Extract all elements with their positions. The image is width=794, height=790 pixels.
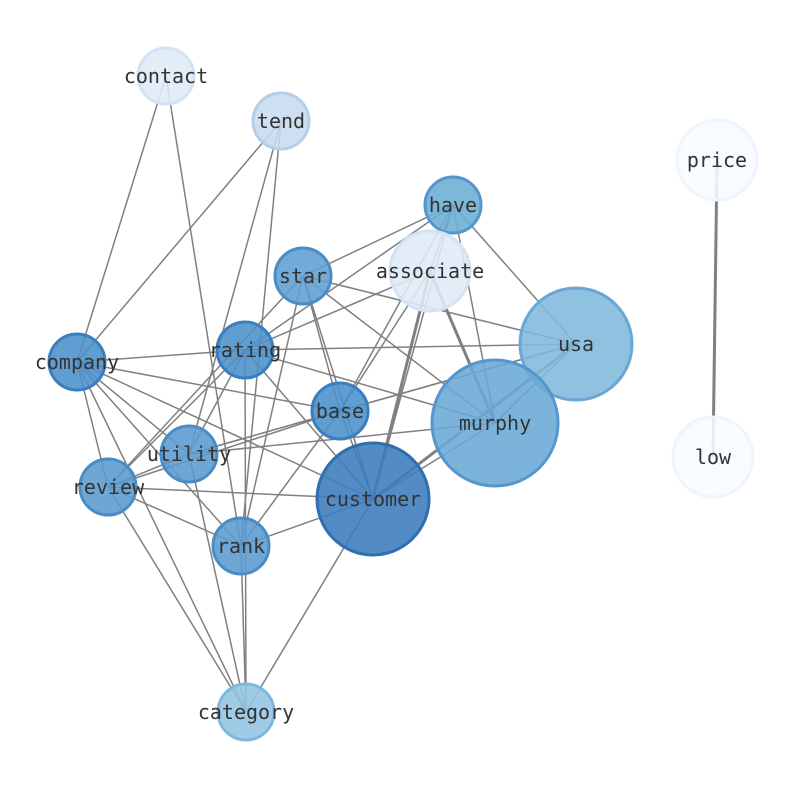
node-circle-murphy bbox=[430, 358, 560, 488]
node-category: category bbox=[198, 682, 294, 742]
edge-tend-utility bbox=[188, 120, 282, 455]
node-usa: usa bbox=[518, 286, 634, 402]
edge-price-low bbox=[711, 158, 719, 459]
nodes-layer: contact tend price have star associate usa comp… bbox=[35, 46, 759, 742]
node-low: low bbox=[671, 415, 755, 499]
edge-contact-company bbox=[76, 75, 167, 363]
node-circle-low bbox=[671, 415, 755, 499]
node-circle-associate bbox=[388, 229, 472, 313]
edge-star-rank bbox=[240, 275, 304, 547]
edge-star-review bbox=[107, 275, 304, 488]
node-label-star: star bbox=[279, 264, 327, 288]
node-label-base: base bbox=[316, 399, 364, 423]
node-circle-customer bbox=[315, 441, 431, 557]
edge-company-rank bbox=[76, 361, 242, 547]
node-circle-price bbox=[675, 118, 759, 202]
node-customer: customer bbox=[315, 441, 431, 557]
node-label-rank: rank bbox=[217, 534, 265, 558]
edge-base-review bbox=[107, 410, 341, 488]
edge-company-category bbox=[76, 361, 247, 713]
node-label-rating: rating bbox=[209, 338, 281, 362]
node-have: have bbox=[423, 175, 483, 235]
edge-review-category bbox=[107, 486, 247, 713]
node-circle-rating bbox=[215, 320, 275, 380]
node-base: base bbox=[310, 381, 370, 441]
node-associate: associate bbox=[376, 229, 484, 313]
node-label-category: category bbox=[198, 700, 294, 724]
node-circle-star bbox=[273, 246, 333, 306]
node-label-tend: tend bbox=[257, 109, 305, 133]
node-label-associate: associate bbox=[376, 259, 484, 283]
edge-contact-rank bbox=[165, 75, 242, 547]
node-tend: tend bbox=[251, 91, 311, 151]
node-circle-usa bbox=[518, 286, 634, 402]
edge-utility-category bbox=[188, 453, 247, 713]
node-label-company: company bbox=[35, 350, 119, 374]
node-circle-tend bbox=[251, 91, 311, 151]
node-label-contact: contact bbox=[124, 64, 208, 88]
node-label-low: low bbox=[695, 445, 732, 469]
node-contact: contact bbox=[124, 46, 208, 106]
node-murphy: murphy bbox=[430, 358, 560, 488]
node-circle-base bbox=[310, 381, 370, 441]
node-label-review: review bbox=[72, 475, 145, 499]
node-company: company bbox=[35, 332, 119, 392]
node-label-customer: customer bbox=[325, 487, 421, 511]
node-price: price bbox=[675, 118, 759, 202]
node-circle-have bbox=[423, 175, 483, 235]
node-star: star bbox=[273, 246, 333, 306]
edge-rating-review bbox=[107, 349, 246, 488]
node-circle-review bbox=[78, 457, 138, 517]
node-circle-utility bbox=[159, 424, 219, 484]
node-label-murphy: murphy bbox=[459, 411, 531, 435]
node-circle-contact bbox=[136, 46, 196, 106]
node-label-have: have bbox=[429, 193, 477, 217]
node-rank: rank bbox=[211, 516, 271, 576]
node-rating: rating bbox=[209, 320, 281, 380]
edges-layer bbox=[76, 75, 719, 713]
node-circle-company bbox=[47, 332, 107, 392]
node-circle-category bbox=[216, 682, 276, 742]
node-label-utility: utility bbox=[147, 442, 231, 466]
node-label-usa: usa bbox=[558, 332, 594, 356]
node-utility: utility bbox=[147, 424, 231, 484]
node-label-price: price bbox=[687, 148, 747, 172]
edge-have-rating bbox=[244, 204, 454, 351]
edge-tend-company bbox=[76, 120, 282, 363]
node-review: review bbox=[72, 457, 145, 517]
node-circle-rank bbox=[211, 516, 271, 576]
